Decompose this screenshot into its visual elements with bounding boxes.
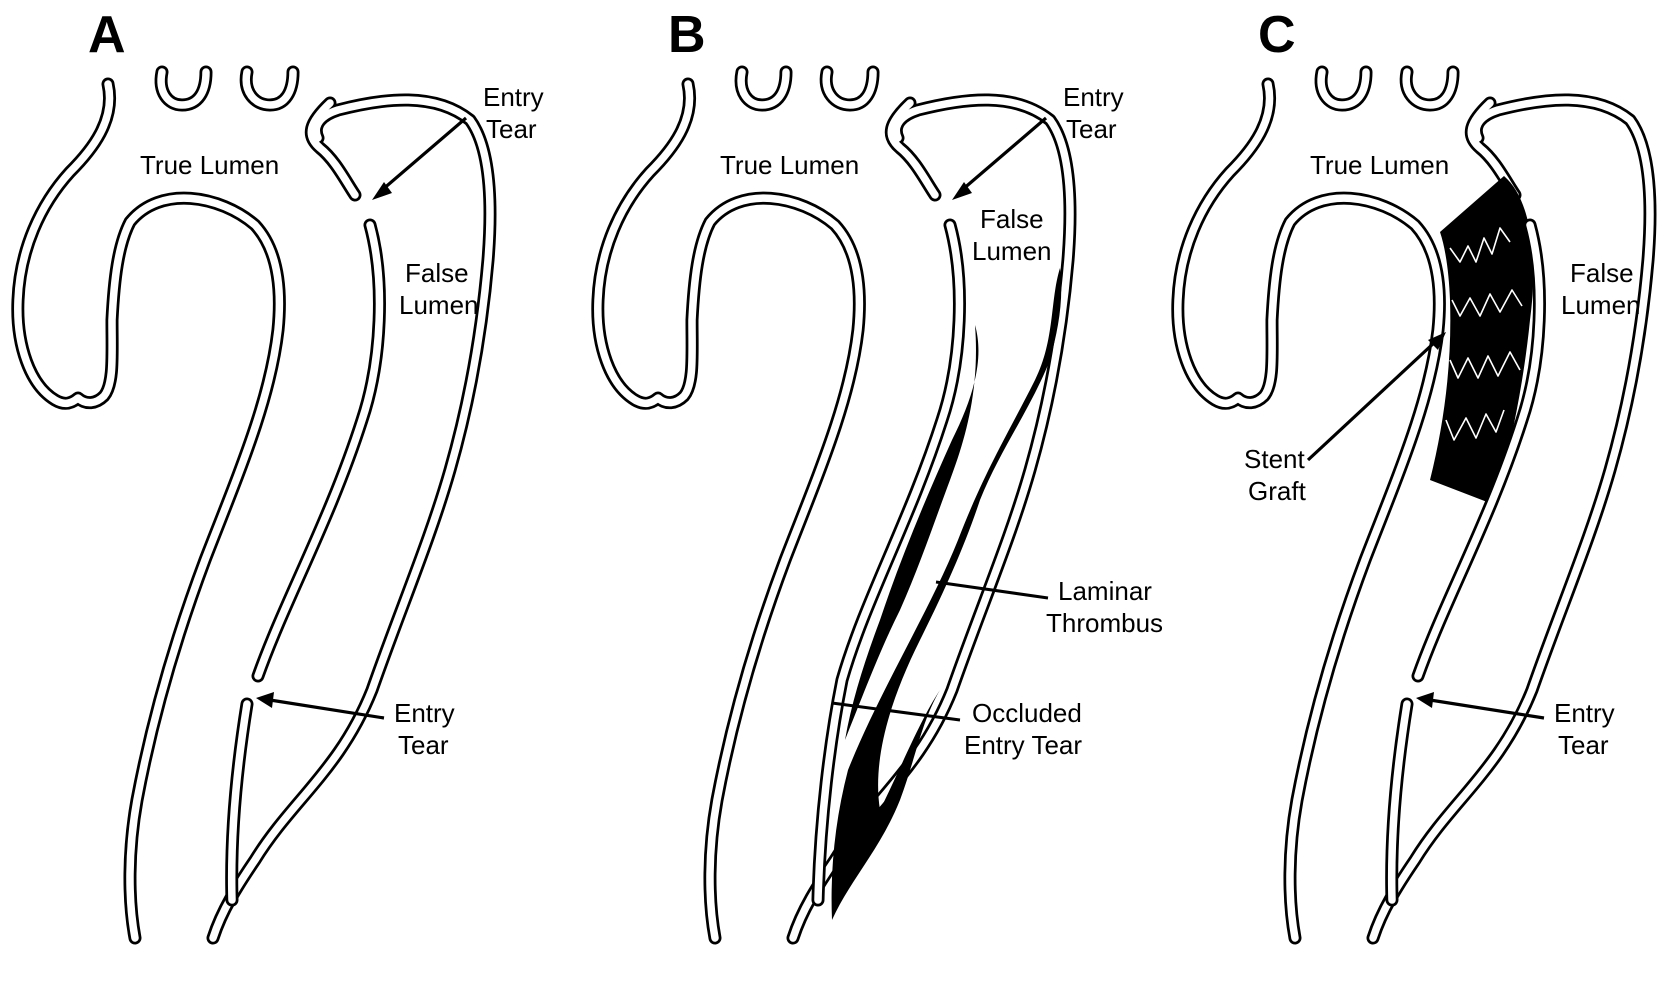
panel-letter-a: A (88, 6, 126, 64)
label-false-lumen-b: False Lumen (972, 204, 1052, 266)
svg-text:Lumen: Lumen (399, 290, 479, 320)
svg-text:Lumen: Lumen (972, 236, 1052, 266)
label-laminar-thrombus: Laminar Thrombus (1046, 576, 1163, 638)
svg-text:Occluded: Occluded (972, 698, 1082, 728)
label-entry-tear-top-a: Entry Tear (483, 82, 544, 144)
svg-text:Entry: Entry (483, 82, 544, 112)
svg-text:Entry: Entry (394, 698, 455, 728)
svg-text:True Lumen: True Lumen (720, 150, 859, 180)
stent-graft-shape (1430, 176, 1533, 505)
svg-text:Lumen: Lumen (1561, 290, 1641, 320)
svg-text:False: False (1570, 258, 1634, 288)
svg-text:Entry Tear: Entry Tear (964, 730, 1082, 760)
panel-c: C True Lumen False Lumen Stent (1178, 6, 1650, 938)
svg-text:Tear: Tear (486, 114, 537, 144)
svg-text:Tear: Tear (1066, 114, 1117, 144)
label-occluded-entry-tear: Occluded Entry Tear (964, 698, 1082, 760)
svg-text:Entry: Entry (1063, 82, 1124, 112)
label-true-lumen-b: True Lumen (720, 150, 859, 180)
svg-text:False: False (405, 258, 469, 288)
arrow-entry-tear-top-b (952, 118, 1046, 200)
label-false-lumen-c: False Lumen (1561, 258, 1641, 320)
panel-a: A True Lumen False Lumen Entry Tear (18, 6, 544, 938)
panel-letter-c: C (1258, 6, 1296, 64)
aorta-outline-a (18, 72, 490, 938)
svg-text:True Lumen: True Lumen (1310, 150, 1449, 180)
svg-text:Tear: Tear (398, 730, 449, 760)
svg-text:Thrombus: Thrombus (1046, 608, 1163, 638)
svg-text:Stent: Stent (1244, 444, 1305, 474)
label-true-lumen-c: True Lumen (1310, 150, 1449, 180)
svg-text:False: False (980, 204, 1044, 234)
label-false-lumen-a: False Lumen (399, 258, 479, 320)
label-entry-tear-top-b: Entry Tear (1063, 82, 1124, 144)
svg-text:Laminar: Laminar (1058, 576, 1152, 606)
svg-text:Entry: Entry (1554, 698, 1615, 728)
svg-text:True Lumen: True Lumen (140, 150, 279, 180)
label-entry-tear-bottom-a: Entry Tear (394, 698, 455, 760)
panel-letter-b: B (668, 6, 706, 64)
label-stent-graft: Stent Graft (1244, 444, 1307, 506)
panel-b: B True Lumen False Lumen Entry Tear (598, 6, 1163, 938)
arrow-entry-tear-top-a (372, 118, 466, 200)
aorta-outline-b (598, 72, 1070, 938)
label-entry-tear-bottom-c: Entry Tear (1554, 698, 1615, 760)
svg-text:Tear: Tear (1558, 730, 1609, 760)
svg-text:Graft: Graft (1248, 476, 1307, 506)
label-true-lumen-a: True Lumen (140, 150, 279, 180)
